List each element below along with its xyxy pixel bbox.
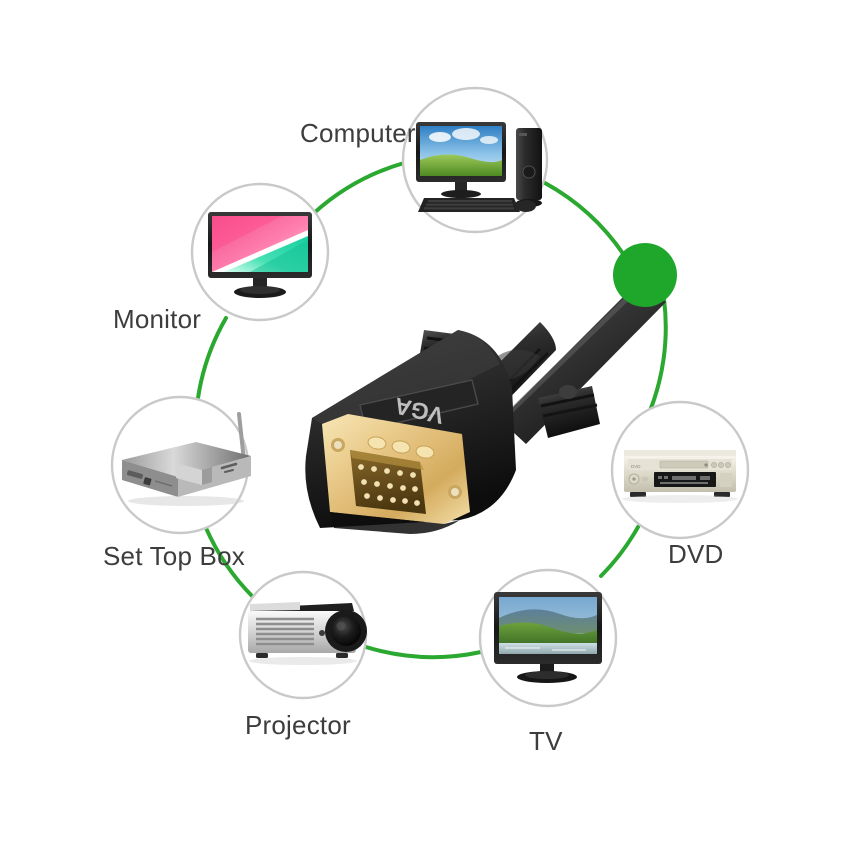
lcd-monitor-icon <box>208 212 312 298</box>
ring-arcs <box>196 161 668 660</box>
node-label-computer: Computer <box>300 118 416 148</box>
projector-icon <box>248 602 367 665</box>
node-label-projector: Projector <box>245 710 351 740</box>
node-label-dvd: DVD <box>668 539 724 569</box>
desktop-computer-icon <box>416 122 542 212</box>
dvd-player-icon: DVD <box>622 450 738 503</box>
svg-text:DVD: DVD <box>631 464 641 469</box>
hub-dot <box>613 243 677 307</box>
node-label-tv: TV <box>529 726 563 756</box>
vga-connector: VGA <box>305 280 666 534</box>
set-top-box-icon <box>122 412 251 506</box>
vga-pins <box>358 464 420 506</box>
node-label-monitor: Monitor <box>113 304 202 334</box>
television-icon <box>494 592 602 683</box>
vga-marking: VGA <box>359 379 479 431</box>
node-label-set-top-box: Set Top Box <box>103 541 245 571</box>
thumbscrew-right <box>538 385 600 438</box>
